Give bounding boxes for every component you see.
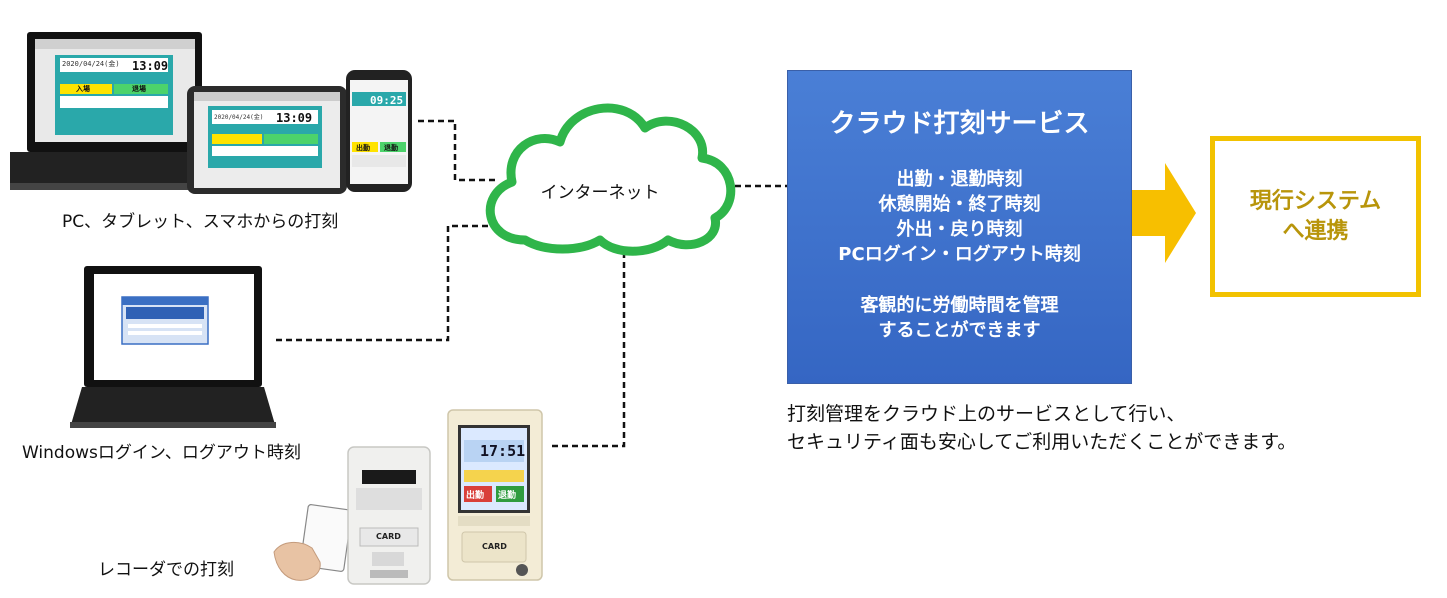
target-line: へ連携: [1282, 218, 1349, 244]
recorder-2-in: 出勤: [466, 491, 485, 501]
devices-label: PC、タブレット、スマホからの打刻: [62, 212, 339, 232]
phone-in-label: 出勤: [356, 144, 370, 152]
connector-recorder: [552, 254, 626, 448]
windows-laptop-device: [70, 266, 276, 428]
service-item: 外出・戻り時刻: [896, 219, 1023, 240]
current-system-box: 現行システム へ連携: [1210, 136, 1421, 297]
connector-devices: [418, 119, 498, 182]
laptop-device: [10, 32, 232, 190]
target-line: 現行システム: [1249, 188, 1382, 214]
recorder-2-clock: 17:51: [480, 442, 526, 460]
tablet-device: [187, 86, 347, 194]
recorder-2-card-label: CARD: [482, 542, 507, 551]
recorder-1-card-label: CARD: [376, 532, 401, 541]
link-arrow: [1116, 163, 1196, 263]
description-line: 打刻管理をクラウド上のサービスとして行い、: [787, 403, 1186, 425]
description-text: 打刻管理をクラウド上のサービスとして行い、 セキュリティ面も安心してご利用いただ…: [787, 400, 1296, 456]
recorder-2-out: 退勤: [498, 491, 517, 501]
service-items: 出勤・退勤時刻 休憩開始・終了時刻 外出・戻り時刻 PCログイン・ログアウト時刻: [788, 167, 1131, 267]
internet-label: インターネット: [540, 183, 660, 203]
service-note-line: 客観的に労働時間を管理: [860, 295, 1059, 316]
windows-label: Windowsログイン、ログアウト時刻: [22, 443, 301, 463]
laptop-out-label: 退場: [132, 85, 146, 93]
service-item: 休憩開始・終了時刻: [878, 194, 1041, 215]
laptop-clock: 13:09: [132, 59, 169, 73]
service-title: クラウド打刻サービス: [829, 109, 1090, 139]
service-item: 出勤・退勤時刻: [896, 169, 1023, 190]
hand-card: [273, 504, 353, 581]
connector-windows: [276, 224, 500, 342]
service-note-line: することができます: [878, 320, 1041, 341]
recorder-label: レコーダでの打刻: [98, 560, 234, 580]
tablet-clock: 13:09: [276, 111, 313, 125]
laptop-date: 2020/04/24(金): [62, 60, 120, 68]
service-item: PCログイン・ログアウト時刻: [838, 244, 1081, 265]
recorder-1-device: [347, 446, 431, 585]
phone-clock: 09:25: [370, 94, 404, 107]
phone-out-label: 退勤: [384, 144, 398, 152]
phone-device: [346, 70, 412, 192]
service-note: 客観的に労働時間を管理 することができます: [788, 293, 1131, 343]
laptop-in-label: 入場: [76, 85, 90, 93]
cloud-service-box: クラウド打刻サービス 出勤・退勤時刻 休憩開始・終了時刻 外出・戻り時刻 PCロ…: [787, 70, 1132, 384]
connector-lines: [276, 119, 787, 448]
tablet-date: 2020/04/24(金): [214, 114, 264, 121]
description-line: セキュリティ面も安心してご利用いただくことができます。: [787, 431, 1297, 453]
cloud-shape: [485, 103, 736, 256]
recorder-2-device: [447, 409, 543, 581]
